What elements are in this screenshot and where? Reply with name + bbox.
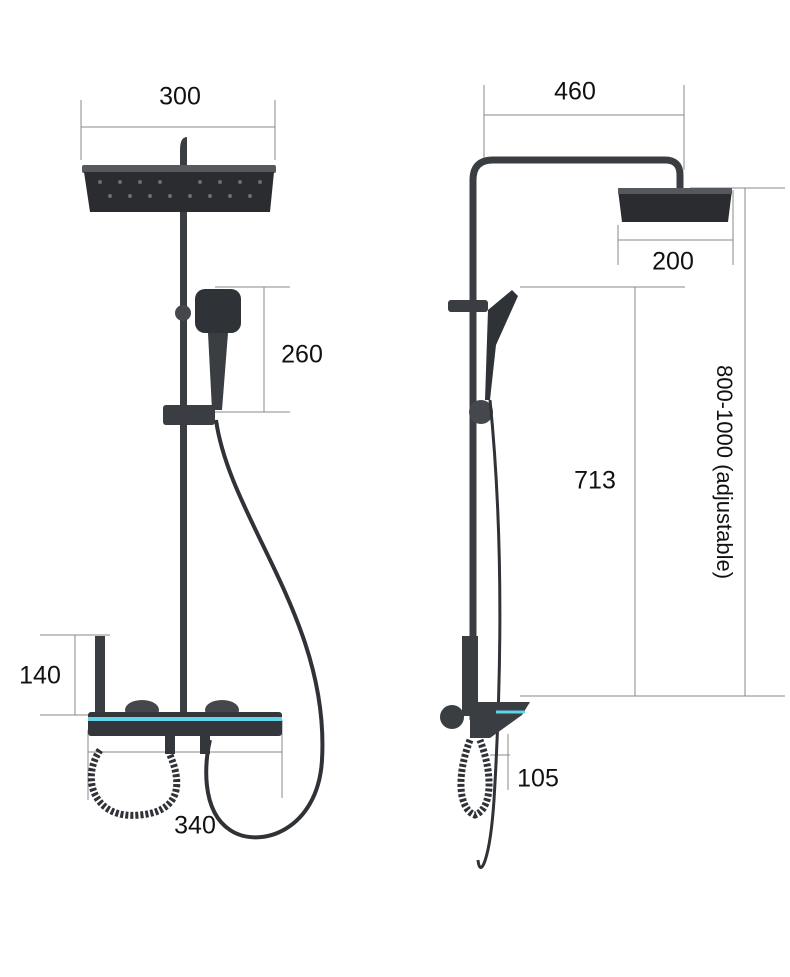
head-width-label: 300 [159, 82, 201, 111]
arm-reach-label: 460 [554, 77, 596, 106]
handheld-height-label: 260 [281, 340, 323, 369]
slide-height-label: 713 [574, 466, 616, 495]
side-view [440, 156, 732, 869]
dimension-lines [40, 85, 785, 800]
total-height-label: 800-1000 (adjustable) [712, 364, 737, 580]
spout-height-label: 140 [19, 661, 61, 690]
head-depth-label: 200 [652, 247, 694, 276]
front-view [82, 137, 325, 840]
shelf-depth-label: 105 [517, 764, 559, 793]
mixer-width-label: 340 [174, 811, 216, 840]
